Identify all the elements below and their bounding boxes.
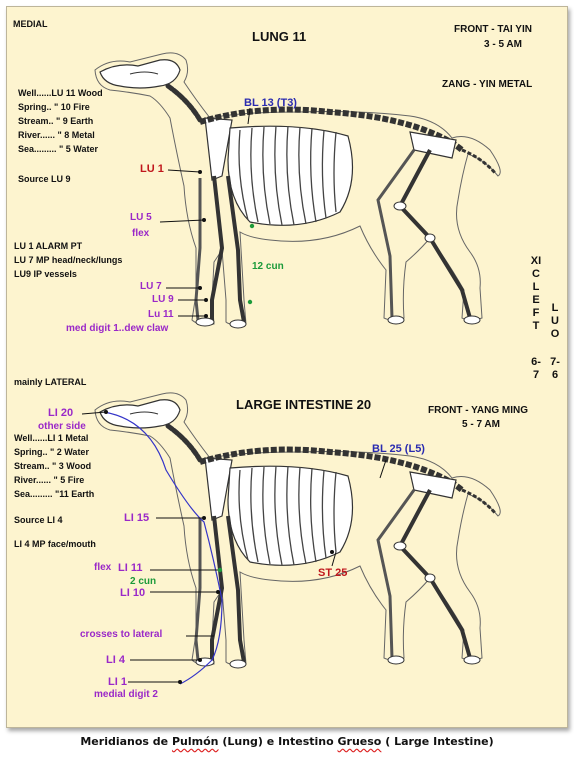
lung-title: LUNG 11: [252, 29, 307, 44]
li-front-label: FRONT - YANG MING: [428, 405, 529, 416]
lung-point-sea: Sea......... " 5 Water: [18, 144, 98, 154]
li-title: LARGE INTESTINE 20: [236, 397, 372, 412]
label-lu5-flex: flex: [132, 228, 150, 239]
label-12-cun: 12 cun: [252, 261, 284, 272]
label-li20: LI 20: [48, 407, 74, 419]
caption-word-5: ( Large Intestine): [385, 735, 494, 748]
label-lu7: LU 7: [140, 281, 162, 292]
label-li15: LI 15: [124, 512, 150, 524]
label-lu5: LU 5: [130, 212, 152, 223]
label-st25: ST 25: [318, 567, 348, 579]
li-lateral-label: mainly LATERAL: [14, 377, 87, 387]
li-mp: LI 4 MP face/mouth: [14, 539, 96, 549]
label-bl25: BL 25 (L5): [372, 443, 425, 455]
li-point-spring: Spring.. " 2 Water: [14, 447, 89, 457]
caption-word-2: Pulmón: [171, 735, 219, 748]
lung-point-spring: Spring.. " 10 Fire: [18, 102, 90, 112]
figure-caption: Meridianos de Pulmón (Lung) e Intestino …: [0, 735, 574, 748]
label-medial-digit-2: medial digit 2: [94, 689, 158, 700]
lung-point-stream: Stream.. " 9 Earth: [18, 116, 94, 126]
li-time: 5 - 7 AM: [462, 419, 500, 430]
luo-numbers: 7-6: [550, 356, 560, 381]
label-bl13: BL 13 (T3): [244, 97, 297, 109]
lung-ip: LU9 IP vessels: [14, 269, 77, 279]
caption-word-1: Meridianos de: [80, 735, 169, 748]
xicleft-numbers: 6-7: [531, 356, 541, 381]
caption-word-3: (Lung) e Intestino: [222, 735, 334, 748]
li-source: Source LI 4: [14, 515, 63, 525]
lung-leader-lines: [159, 107, 251, 317]
li-point-dots: [104, 410, 334, 684]
li-point-river: River...... " 5 Fire: [14, 475, 85, 485]
label-lu1: LU 1: [140, 163, 164, 175]
li-point-well: Well......LI 1 Metal: [14, 433, 89, 443]
li-meridian-line: [103, 411, 223, 685]
label-lu11: Lu 11: [148, 309, 174, 320]
li-point-stream: Stream.. " 3 Wood: [14, 461, 92, 471]
lung-mp: LU 7 MP head/neck/lungs: [14, 255, 123, 265]
label-dew-claw: med digit 1..dew claw: [66, 323, 169, 334]
label-li1: LI 1: [108, 676, 127, 688]
caption-word-4: Grueso: [337, 735, 382, 748]
lung-zang-label: ZANG - YIN METAL: [442, 79, 533, 90]
label-lu9: LU 9: [152, 294, 174, 305]
label-crosses-lateral: crosses to lateral: [80, 629, 163, 640]
label-2-cun: 2 cun: [130, 576, 157, 587]
lung-time: 3 - 5 AM: [484, 39, 522, 50]
luo-vertical: LUO: [550, 302, 560, 340]
lung-source: Source LU 9: [18, 174, 71, 184]
li-point-sea: Sea......... "11 Earth: [14, 489, 95, 499]
lung-point-well: Well......LU 11 Wood: [18, 88, 103, 98]
lung-front-label: FRONT - TAI YIN: [454, 24, 532, 35]
label-li10: LI 10: [120, 587, 146, 599]
lung-point-dots: [198, 170, 208, 318]
lung-alarm: LU 1 ALARM PT: [14, 241, 83, 251]
label-li11: LI 11: [118, 562, 143, 574]
label-li4: LI 4: [106, 654, 125, 666]
label-li11-flex: flex: [94, 562, 112, 573]
lung-medial-label: MEDIAL: [13, 19, 48, 29]
xicleft-vertical: XICLEFT: [530, 255, 542, 332]
lung-point-river: River...... " 8 Metal: [18, 130, 95, 140]
li-leader-lines: [81, 411, 387, 683]
label-other-side: other side: [38, 421, 86, 432]
large-intestine-dog-skeleton: [95, 393, 500, 668]
